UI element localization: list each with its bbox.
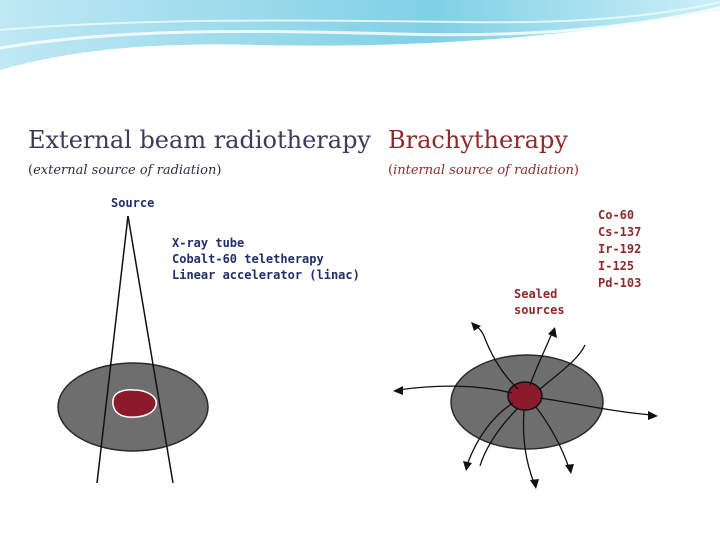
tumor-external <box>112 389 157 418</box>
header-wave-decoration <box>0 0 720 70</box>
ray-arrowheads <box>393 322 658 489</box>
tumor-brachy <box>507 381 543 411</box>
brachytherapy-subtitle: (internal source of radiation) <box>388 163 579 178</box>
external-beam-title: External beam radiotherapy <box>28 126 371 154</box>
radiation-rays <box>397 324 653 484</box>
list-item: Ir-192 <box>598 242 642 256</box>
brachytherapy-title: Brachytherapy <box>388 126 568 154</box>
list-item: Pd-103 <box>598 276 642 290</box>
external-beam-subtitle: (external source of radiation) <box>28 163 222 178</box>
list-item: I-125 <box>598 259 635 273</box>
external-source-list: X-ray tube Cobalt-60 teletherapy Linear … <box>172 235 360 283</box>
list-item: Co-60 <box>598 208 635 222</box>
list-item: X-ray tube <box>172 236 245 250</box>
source-label: Source <box>111 196 155 210</box>
beam-line-right <box>127 215 174 484</box>
beam-line-left <box>96 215 129 484</box>
list-item: Linear accelerator (linac) <box>172 268 360 282</box>
list-item: Cobalt-60 teletherapy <box>172 252 324 266</box>
list-item: Cs-137 <box>598 225 642 239</box>
sealed-sources-label: Sealed sources <box>514 287 565 317</box>
isotope-list: Co-60 Cs-137 Ir-192 I-125 Pd-103 <box>598 207 641 292</box>
